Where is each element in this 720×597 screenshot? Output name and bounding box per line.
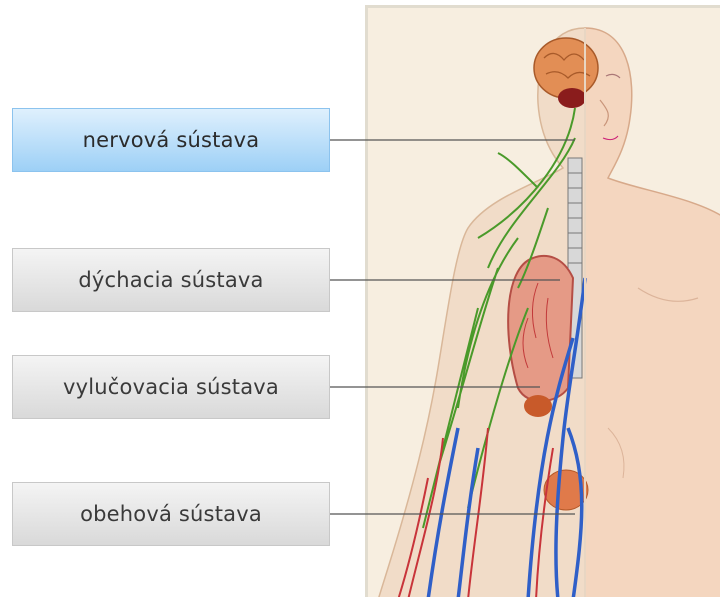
human-body-anatomy-icon [368, 8, 720, 597]
nervous-system-button[interactable]: nervová sústava [12, 108, 330, 172]
excretory-system-button[interactable]: vylučovacia sústava [12, 355, 330, 419]
inner-half [378, 28, 598, 597]
anatomy-illustration [365, 5, 720, 597]
skin-half [585, 28, 720, 597]
respiratory-system-button[interactable]: dýchacia sústava [12, 248, 330, 312]
circulatory-system-button[interactable]: obehová sústava [12, 482, 330, 546]
